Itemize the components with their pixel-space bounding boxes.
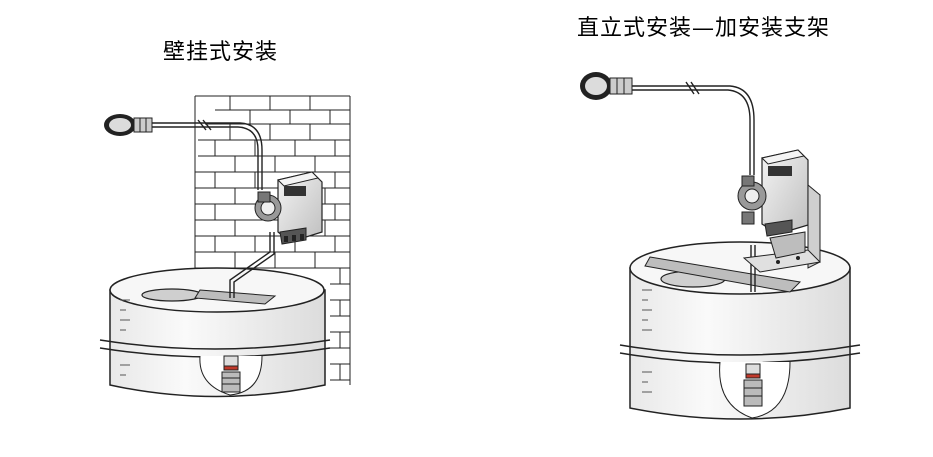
wall-mount-title: 壁挂式安装: [163, 40, 279, 65]
injection-valve-icon: [580, 72, 633, 100]
foot-valve-icon: [743, 363, 763, 407]
tubing: [150, 119, 275, 298]
metering-pump-icon: [737, 149, 809, 237]
floor-mount-diagram: [580, 72, 861, 420]
chemical-tank-icon: [99, 267, 331, 398]
metering-pump-icon: [254, 171, 323, 245]
chemical-tank-icon: [619, 241, 861, 420]
wall-mount-diagram: [99, 95, 351, 398]
tubing: [632, 81, 756, 292]
floor-mount-title: 直立式安装—加安装支架: [577, 16, 831, 41]
injection-valve-icon: [104, 114, 153, 136]
foot-valve-icon: [221, 355, 241, 393]
mounting-bracket-icon: [742, 183, 822, 273]
